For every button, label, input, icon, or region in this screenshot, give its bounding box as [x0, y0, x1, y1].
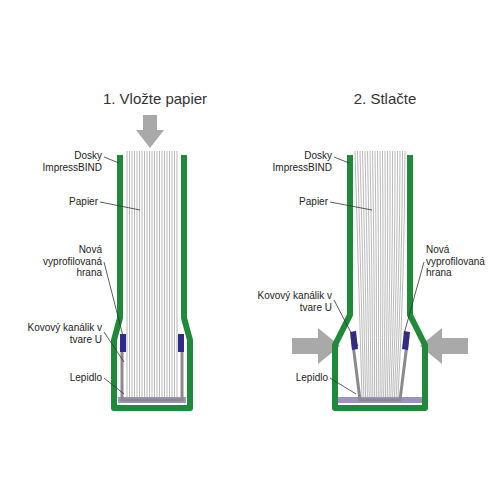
part-label: Nová vyprofilovaná hrana — [26, 244, 102, 279]
paper-sheet — [373, 151, 375, 397]
paper-sheet — [396, 151, 402, 397]
paper-sheet — [142, 151, 143, 397]
paper-sheet — [363, 151, 368, 397]
leader-line — [330, 378, 356, 394]
paper-sheet — [137, 151, 138, 397]
paper-sheet — [172, 151, 173, 397]
part-label: Kovový kanálik v tvare U — [18, 322, 102, 345]
paper-sheet — [177, 151, 178, 397]
leader-line — [104, 332, 124, 362]
part-label: Lepidlo — [48, 372, 102, 384]
profiled-edge — [178, 334, 184, 352]
step1-illustration — [114, 115, 190, 408]
leader-line — [104, 157, 119, 163]
paper-sheet — [174, 151, 175, 397]
leader-line — [104, 378, 124, 394]
paper-sheet — [162, 151, 163, 397]
part-label: Dosky ImpressBIND — [28, 150, 102, 173]
part-label: Nová vyprofilovaná hrana — [426, 244, 496, 279]
leader-lines — [100, 157, 424, 394]
u-channel — [122, 338, 182, 400]
part-label: Papier — [48, 196, 98, 208]
paper-sheet — [384, 151, 386, 397]
paper-sheets — [127, 151, 177, 397]
paper-sheet — [393, 151, 398, 397]
cover — [114, 155, 190, 408]
paper-sheet — [134, 151, 135, 397]
leader-line — [334, 300, 358, 346]
paper-sheet — [129, 151, 130, 397]
paper-sheet — [152, 151, 153, 397]
u-channel — [352, 336, 408, 400]
step2-illustration — [292, 150, 468, 408]
paper-sheet — [370, 151, 373, 397]
paper-sheet — [378, 151, 379, 397]
part-label: Dosky ImpressBIND — [258, 150, 332, 173]
paper-sheet — [394, 151, 400, 397]
profiled-edge — [120, 334, 126, 352]
paper-sheet — [149, 151, 150, 397]
paper-sheet — [132, 151, 133, 397]
insert-arrow — [136, 115, 164, 148]
paper-sheet — [385, 151, 387, 397]
step-title: 2. Stlačte — [328, 90, 442, 107]
paper-sheet — [147, 151, 148, 397]
paper-sheet — [391, 151, 395, 397]
paper-block — [353, 150, 407, 400]
paper-sheet — [380, 151, 382, 397]
paper-sheet — [159, 151, 160, 397]
leader-line — [334, 157, 349, 163]
paper-sheet — [169, 151, 170, 397]
paper-sheet — [167, 151, 168, 397]
step-title: 1. Vložte papier — [88, 90, 222, 107]
part-label: Kovový kanálik v tvare U — [246, 290, 332, 313]
paper-sheet — [144, 151, 145, 397]
profiled-edge — [402, 331, 410, 350]
leader-line — [330, 202, 372, 210]
paper-block — [125, 150, 179, 400]
paper-sheet — [375, 151, 377, 397]
paper-sheet — [382, 151, 383, 397]
paper-sheet — [164, 151, 165, 397]
paper-sheet — [365, 151, 369, 397]
paper-sheet — [157, 151, 158, 397]
paper-sheet — [154, 151, 155, 397]
paper-sheet — [387, 151, 390, 397]
leader-line — [104, 262, 123, 336]
cover — [335, 155, 425, 408]
leader-line — [100, 202, 140, 210]
paper-sheet — [139, 151, 140, 397]
part-label: Papier — [278, 196, 328, 208]
profiled-edge — [350, 331, 358, 350]
paper-sheets — [355, 151, 405, 397]
leader-line — [404, 262, 424, 334]
paper-sheet — [127, 151, 128, 397]
part-label: Lepidlo — [274, 372, 328, 384]
